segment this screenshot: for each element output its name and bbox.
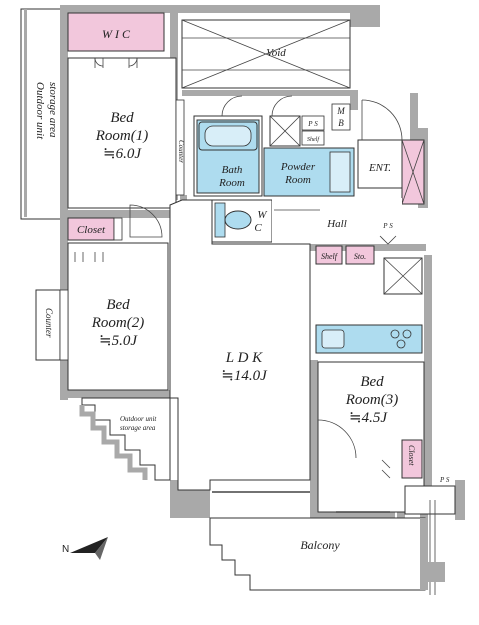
svg-text:N: N: [62, 544, 69, 555]
powder-label-line2: Room: [284, 174, 311, 186]
storage-area-small-label: storage area: [120, 424, 156, 432]
toilet-icon: [224, 210, 252, 230]
counter-bed1-label: Counter: [177, 140, 185, 163]
entrance: [357, 139, 411, 189]
sto-label: Sto.: [354, 252, 366, 261]
shelf-top-label: Shelf: [307, 136, 320, 143]
bed3-name-line1: Bed: [360, 374, 384, 390]
closet-right-label: Closet: [407, 445, 416, 466]
bath-label-line2: Room: [218, 177, 245, 189]
wic-label: W I C: [102, 27, 131, 41]
ps-hall-label: P S: [382, 222, 393, 230]
bath-label-line1: Bath: [222, 164, 243, 176]
north-arrow-icon: N: [62, 537, 108, 560]
powder-label-line1: Powder: [280, 161, 316, 173]
outdoor-unit-storage-small: [79, 397, 171, 481]
ldk-room: [169, 199, 311, 491]
shelf-hall: [315, 245, 343, 265]
bed1-size: ≒6.0J: [103, 146, 142, 162]
wic-room: [67, 12, 165, 52]
ps-top-label: P S: [307, 120, 318, 128]
bed2-name-line1: Bed: [106, 297, 130, 313]
closet-right: [401, 439, 423, 479]
hall-label: Hall: [326, 218, 347, 230]
bed3-size: ≒4.5J: [349, 410, 388, 426]
void-label: Void: [266, 47, 286, 59]
outdoor-unit-storage-left: Outdoor unit storage area: [20, 8, 62, 220]
storage-hall: [345, 245, 375, 265]
balcony-area: [209, 500, 445, 595]
door-swing-icon: [129, 204, 163, 238]
ldk-label: L D K: [225, 350, 263, 366]
balcony-label: Balcony: [300, 538, 340, 552]
bed1-name-line1: Bed: [110, 110, 134, 126]
mb-label-m: M: [336, 106, 345, 116]
wc-label-w: W: [257, 209, 267, 221]
counter-bed2-label: Counter: [44, 308, 54, 338]
outdoor-unit-label: Outdoor unit: [34, 82, 46, 140]
wc-label-c: C: [254, 222, 262, 234]
bed-room-2: [67, 242, 169, 391]
bed-room-1: [67, 57, 177, 209]
shelf-hall-label: Shelf: [321, 252, 339, 261]
ldk-size: ≒14.0J: [221, 368, 268, 384]
storage-area-label: storage area: [47, 82, 59, 138]
sink-icon: [321, 329, 345, 349]
bed2-name-line2: Room(2): [91, 315, 145, 331]
closet-left-label: Closet: [77, 224, 106, 236]
ps-bottom-label: P S: [439, 476, 450, 484]
void-area: [181, 19, 351, 89]
bed3-name-line2: Room(3): [345, 392, 399, 408]
bed1-name-line2: Room(1): [95, 128, 149, 144]
outdoor-unit-small-label: Outdoor unit: [120, 415, 157, 423]
bed2-size: ≒5.0J: [99, 333, 138, 349]
ent-label: ENT.: [368, 162, 391, 174]
mb-label-b: B: [338, 118, 344, 128]
stove-icon: [390, 329, 412, 349]
